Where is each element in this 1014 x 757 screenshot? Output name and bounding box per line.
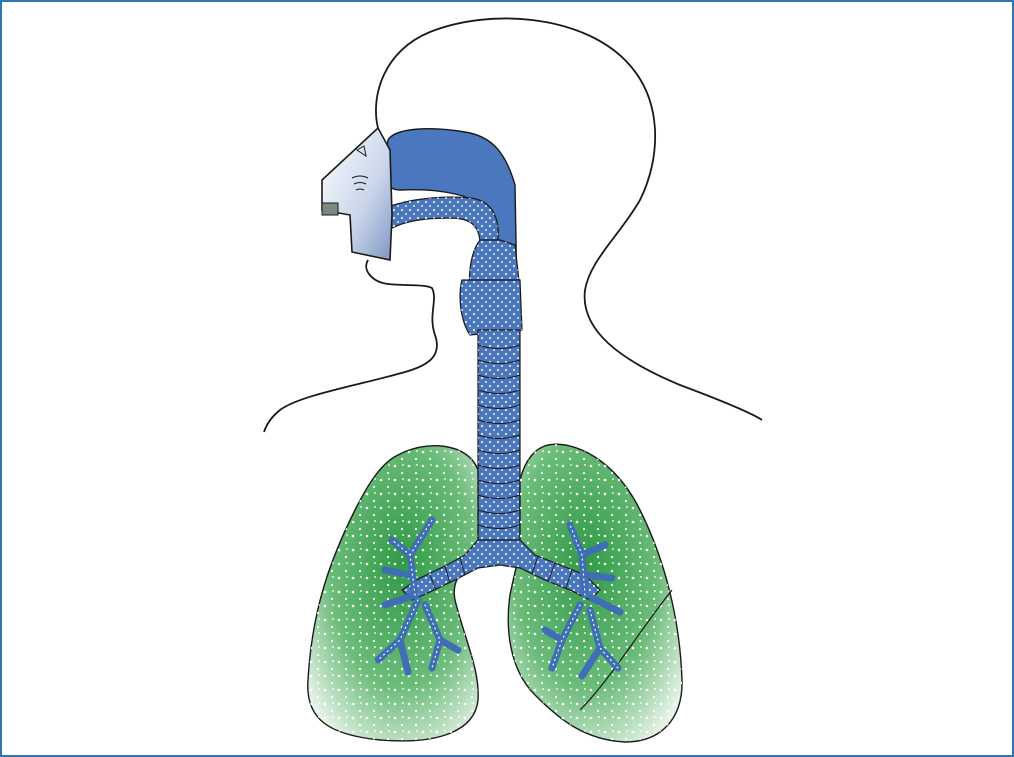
chin-neck-outline — [264, 260, 437, 432]
left-lung-icon — [308, 446, 478, 741]
inhaler-mask-icon — [322, 128, 392, 260]
trachea-icon — [478, 330, 520, 545]
head-silhouette-icon — [376, 18, 762, 420]
